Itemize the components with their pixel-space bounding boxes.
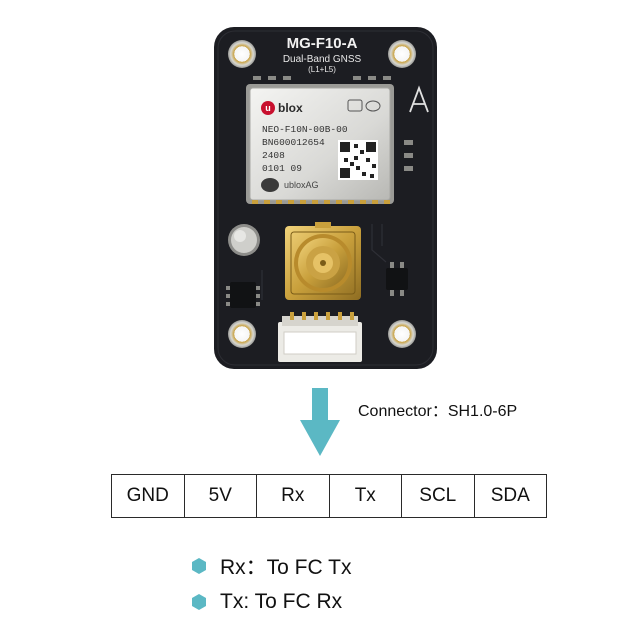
chip-brand-text: blox — [278, 101, 303, 115]
hexagon-bullet-icon — [190, 557, 208, 575]
chip-maker-text: ubloxAG — [284, 180, 319, 190]
capacitor — [228, 224, 260, 256]
arrow-head-icon — [300, 388, 340, 456]
hexagon-bullet-icon — [190, 593, 208, 611]
pinout-table: GND 5V Rx Tx SCL SDA — [111, 474, 547, 518]
legend-text: Tx: To FC Rx — [220, 590, 343, 613]
chip-dot-mark — [261, 178, 279, 192]
pin-cell: SDA — [473, 474, 547, 518]
pin-cell: GND — [111, 474, 185, 518]
connector-label: Connector：SH1.0-6P — [358, 403, 518, 420]
chip-text-line-3: 2408 — [262, 150, 285, 161]
sma-antenna-connector — [285, 222, 361, 300]
mounting-hole-bottom-left — [228, 320, 256, 348]
cert-mark-icon — [347, 99, 363, 112]
gnss-module-photo: MG-F10-A Dual-Band GNSS (L1+L5) — [214, 27, 437, 422]
ublox-logo-icon — [261, 101, 275, 115]
board-model-text: MG-F10-A — [287, 35, 358, 52]
board-logo-icon — [409, 85, 429, 113]
pinout-row: GND 5V Rx Tx SCL SDA — [111, 474, 547, 518]
legend-item-tx: Tx: To FC Rx — [190, 588, 342, 616]
pin-cell: Tx — [328, 474, 402, 518]
legend-text: Rx：To FC Tx — [220, 556, 352, 579]
gnss-chip: u blox NEO-F10N-00B-00 BN600012654 2408 … — [246, 84, 394, 204]
cert-mark-icon — [365, 100, 381, 112]
qr-code-icon — [338, 140, 378, 180]
svg-text:u: u — [265, 103, 271, 113]
pin-cell: 5V — [183, 474, 257, 518]
legend-item-rx: Rx：To FC Tx — [190, 552, 351, 580]
board-subtitle-1: Dual-Band GNSS — [283, 54, 362, 65]
pin-cell: Rx — [256, 474, 330, 518]
pin-cell: SCL — [401, 474, 475, 518]
ic-chip-left — [230, 282, 256, 308]
sh-connector — [278, 312, 362, 362]
chip-text-line-4: 0101 09 — [262, 163, 302, 174]
mounting-hole-top-left — [228, 40, 256, 68]
chip-text-line-1: NEO-F10N-00B-00 — [262, 124, 348, 135]
chip-text-line-2: BN600012654 — [262, 137, 325, 148]
mounting-hole-top-right — [388, 40, 416, 68]
smd-components-top — [253, 76, 413, 171]
mounting-hole-bottom-right — [388, 320, 416, 348]
ic-chip-right — [386, 268, 408, 290]
board-subtitle-2: (L1+L5) — [308, 65, 336, 74]
